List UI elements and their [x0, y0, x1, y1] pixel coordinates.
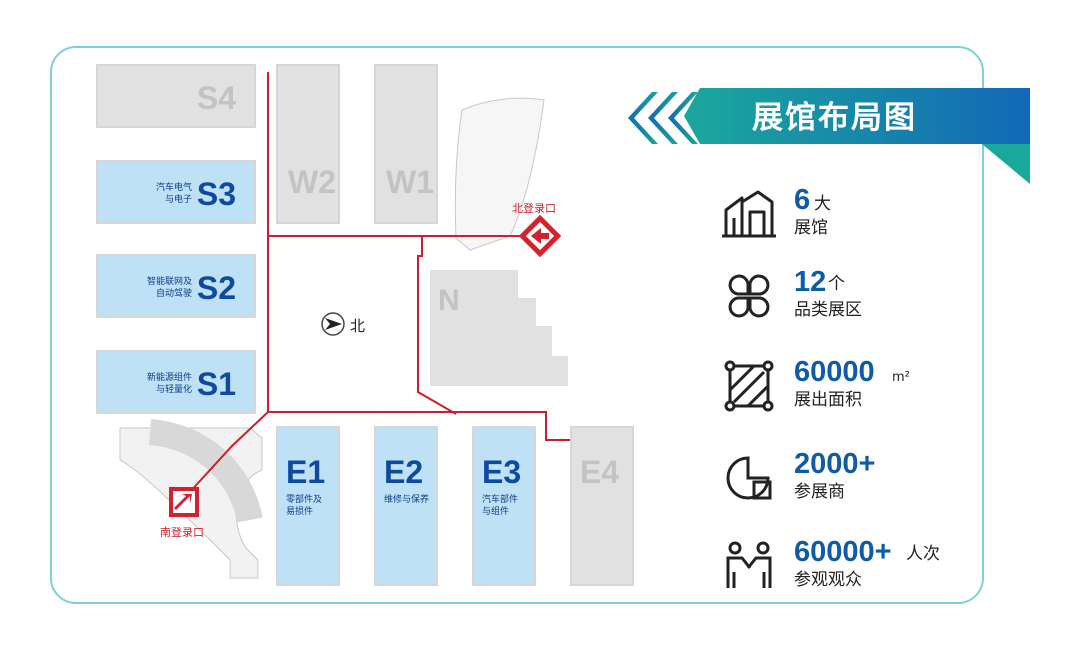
- stat-unit: 个: [828, 274, 845, 294]
- hall-code: E2: [384, 454, 424, 490]
- north-entrance-marker: [518, 214, 562, 258]
- hall-n[interactable]: N: [430, 270, 568, 386]
- stat-label: 参观观众: [794, 570, 862, 590]
- title-banner: [628, 88, 1030, 184]
- hall-category: 零部件及易损件: [286, 495, 323, 517]
- stat-value: 2000+: [794, 448, 876, 480]
- hall-code: S1: [196, 366, 236, 402]
- hall-code: E1: [286, 454, 326, 490]
- pie-chart-icon: [726, 456, 772, 500]
- stat-visitors: 60000+ 人次 参观观众: [720, 536, 970, 606]
- hall-code: S4: [196, 80, 236, 116]
- hall-s4[interactable]: S4: [96, 64, 256, 128]
- stat-value: 6: [794, 184, 811, 216]
- stat-label: 展出面积: [794, 390, 862, 410]
- hall-w1[interactable]: W1: [374, 64, 438, 224]
- stat-unit: 人次: [906, 544, 940, 564]
- hall-code: S2: [196, 270, 236, 306]
- handshake-people-icon: [726, 541, 772, 588]
- clover-icon: [728, 274, 770, 318]
- hall-n-shape: [430, 270, 568, 386]
- hall-code: W2: [288, 164, 336, 200]
- south-entrance-label: 南登录口: [160, 526, 204, 539]
- stat-label: 参展商: [794, 482, 845, 502]
- hall-category: 汽车电气与电子: [155, 183, 192, 205]
- hall-e4[interactable]: E4: [570, 426, 634, 586]
- stat-label: 展馆: [794, 218, 828, 238]
- stat-categories: 12 个 品类展区: [720, 266, 970, 336]
- building-icon: [722, 190, 776, 238]
- hall-category: 汽车部件与组件: [482, 495, 519, 517]
- chevron-arrows-icon: [628, 92, 698, 144]
- south-plaza-inner: [148, 419, 263, 524]
- north-entrance-label: 北登录口: [512, 202, 556, 215]
- hall-s3[interactable]: 汽车电气与电子 S3: [96, 160, 256, 224]
- hall-e2[interactable]: E2 维修与保养: [374, 426, 438, 586]
- hall-code: W1: [386, 164, 434, 200]
- hall-category: 智能联网及自动驾驶: [146, 277, 192, 299]
- stat-halls: 6 大 展馆: [720, 184, 970, 254]
- hall-s1[interactable]: 新能源组件与轻量化 S1: [96, 350, 256, 414]
- stat-value: 12: [794, 266, 827, 298]
- north-curved-building: [454, 97, 545, 251]
- compass-label: 北: [350, 317, 366, 335]
- hall-s2[interactable]: 智能联网及自动驾驶 S2: [96, 254, 256, 318]
- area-icon: [724, 360, 774, 412]
- hall-code: S3: [196, 176, 236, 212]
- hall-category: 新能源组件与轻量化: [146, 373, 192, 395]
- hall-code: E3: [482, 454, 522, 490]
- hall-category: 维修与保养: [384, 495, 430, 505]
- stat-value: 60000+: [794, 536, 892, 568]
- stat-exhibitors: 2000+ 参展商: [720, 448, 970, 518]
- visitor-routes: [187, 72, 576, 495]
- stat-unit: m²: [892, 370, 910, 385]
- hall-e1[interactable]: E1 零部件及易损件: [276, 426, 340, 586]
- hall-e3[interactable]: E3 汽车部件与组件: [472, 426, 536, 586]
- stat-value: 60000: [794, 356, 875, 388]
- compass-icon: [321, 312, 345, 336]
- page-title: 展馆布局图: [752, 100, 917, 136]
- stat-unit: 大: [814, 194, 831, 214]
- hall-w2[interactable]: W2: [276, 64, 340, 224]
- stat-area: 60000 m² 展出面积: [720, 356, 970, 426]
- stat-label: 品类展区: [794, 300, 862, 320]
- hall-code: E4: [580, 454, 620, 490]
- south-entrance-marker: [169, 487, 199, 517]
- hall-code: N: [438, 284, 460, 317]
